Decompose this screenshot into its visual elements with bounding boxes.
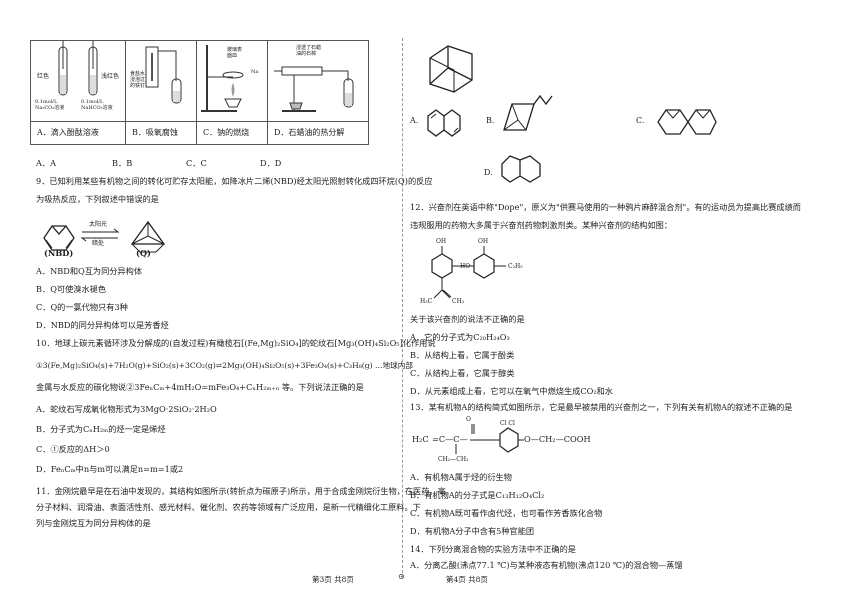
q13-option-c: C．有机物A既可看作卤代烃，也可看作芳香族化合物 (410, 508, 603, 518)
naphthalene-figure (427, 109, 461, 137)
q12-option-a: A．它的分子式为C₂₀H₂₄O₃ (410, 332, 510, 342)
q14-option-a: A．分离乙酸(沸点77.1 ℃)与某种液态有机物(沸点120 ℃)的混合物—蒸馏 (410, 560, 683, 570)
label-iron-nail: 食盐水 浸泡过 的铁钉 (130, 71, 146, 89)
q11-option-b-letter: B. (486, 116, 495, 125)
q10-option-a: A．蛇纹石写成氧化物形式为3MgO·2SiO₂·2H₂O (36, 404, 217, 414)
cell-d: 浸透了石蜡 油的石棉 (267, 40, 369, 122)
label-na2co3: 0.1mol/L Na₂CO₃溶液 (35, 99, 65, 111)
test-tubes-figure (58, 41, 98, 96)
arrow-label-dark: 暗处 (92, 240, 105, 247)
struct-tail: O—CH₂—COOH (524, 434, 591, 444)
q9-option-c: C．Q的一氯代物只有3种 (36, 302, 128, 312)
q9-option-a: A．NBD和Q互为同分异构体 (36, 266, 143, 276)
label-asbestos: 浸透了石蜡 油的石棉 (296, 45, 322, 57)
caption-b: B．吸氧腐蚀 (125, 121, 197, 145)
arrow-label-sunlight: 太阳光 (89, 221, 108, 228)
q12-stem-2: 违规服用的药物大多属于兴奋剂药物刺激剂类。某种兴奋剂的结构如图： (410, 220, 673, 230)
caption-c: C．钠的燃烧 (196, 121, 268, 145)
struct-label-oh-2: OH (478, 238, 489, 245)
struct-label-ch2: CH₂ (452, 298, 465, 305)
label-watch-glass: 玻璃表 面皿 (227, 47, 243, 59)
q8-option-c: C．C (186, 158, 207, 168)
caption-d: D．石蜡油的热分解 (267, 121, 369, 145)
label-red: 红色 (37, 73, 50, 80)
q8-option-a: A．A (36, 158, 57, 168)
q11-option-c-letter: C. (636, 116, 645, 125)
struct-label-h3c: H₃C (420, 298, 433, 305)
cell-c: 玻璃表 面皿 Na (196, 40, 268, 122)
q12-option-c: C．从结构上看，它属于醇类 (410, 368, 515, 378)
q10-option-d: D．FeₙCₘ中n与m可以满足n=m=1或2 (36, 464, 184, 474)
q10-option-b: B．分子式为CₙH₂ₘ的烃一定是烯烃 (36, 424, 166, 434)
cell-b: 食盐水 浸泡过 的铁钉 (125, 40, 197, 122)
butyl-cyclopropane-figure (503, 94, 553, 131)
struct-o: O (466, 416, 471, 423)
q14-stem: 14．下列分离混合物的实验方法中不正确的是 (410, 544, 576, 554)
q8-option-d: D．D (260, 158, 282, 168)
corrosion-figure (145, 46, 182, 104)
adamantane-figure (429, 45, 473, 93)
label-q: (Q) (136, 248, 151, 258)
q11-line-3: 列与金刚烷互为同分异构体的是 (36, 518, 151, 528)
q12-stem-1: 12．兴奋剂在英语中称"Dope"，原义为"供赛马使用的一种鸦片麻醉混合剂"。有… (410, 202, 801, 212)
struct-label-oh-1: OH (436, 238, 447, 245)
q8-option-b: B．B (112, 158, 133, 168)
q13-option-a: A．有机物A属于烃的衍生物 (410, 472, 512, 482)
footer-page-3: 第3页 共8页 (312, 575, 354, 584)
q13-option-b: B．有机物A的分子式是C₁₃H₁₂O₄Cl₂ (410, 490, 545, 500)
q13-stem: 13．某有机物A的结构简式如图所示，它是最早被禁用的兴奋剂之一，下列有关有机物A… (410, 402, 793, 412)
q9-stem-1: 9．已知利用某些有机物之间的转化可贮存太阳能，如降冰片二烯(NBD)经太阳光照射… (36, 176, 433, 186)
q12-option-d: D．从元素组成上看，它可以在氧气中燃烧生成CO₂和水 (410, 386, 613, 396)
q12-question: 关于该兴奋剂的说法不正确的是 (410, 314, 525, 324)
q12-option-b: B．从结构上看，它属于酚类 (410, 350, 515, 360)
sodium-burning-figure (201, 45, 244, 112)
label-na: Na (251, 69, 259, 75)
caption-a: A．滴入酚酞溶液 (30, 121, 126, 145)
struct-label-ho: HO (460, 263, 471, 270)
q11-option-a-letter: A. (410, 116, 419, 125)
compound-a-structure (455, 424, 524, 454)
q10-stem-2: ①3(Fe,Mg)₂SiO₄(s)+7H₂O(g)+SiO₂(s)+3CO₂(g… (36, 361, 413, 370)
q11-line-1: 11．金刚烷最早是在石油中发现的，其结构如图所示(转折点为碳原子)所示，用于合成… (36, 486, 446, 496)
struct-label-c2h5: C₂H₅ (508, 263, 523, 270)
label-nbd: (NBD) (44, 248, 74, 258)
tricyclic-figure (657, 109, 717, 135)
label-nahco3: 0.1mol/L NaHCO₃溶液 (81, 99, 113, 111)
q10-option-c: C．①反应的ΔH＞0 (36, 444, 110, 454)
cracking-figure (274, 66, 354, 112)
struct-h2c: H₂C (412, 434, 429, 444)
q13-option-d: D．有机物A分子中含有5种官能团 (410, 526, 535, 536)
q9-option-b: B．Q可使溴水褪色 (36, 284, 107, 294)
q10-stem-1: 10．地球上碳元素循环涉及分解成的(自发过程)有橄榄石[(Fe,Mg)₂SiO₄… (36, 338, 436, 348)
q9-option-d: D．NBD的同分异构体可以是芳香烃 (36, 320, 169, 330)
cell-a: 红色 浅红色 0.1mol/L Na₂CO₃溶液 0.1mol/L NaHCO₃… (30, 40, 126, 122)
apparatus-table: 红色 浅红色 0.1mol/L Na₂CO₃溶液 0.1mol/L NaHCO₃… (30, 40, 369, 145)
q9-stem-2: 为吸热反应，下列叙述中错误的是 (36, 194, 159, 204)
nbd-to-q-reaction (43, 220, 166, 253)
q10-stem-3: 金属与水反应的碳化物说②3FeₙCₘ+4mH₂O=mFe₃O₄+CₙH₂ₘ₊ₙ … (36, 382, 364, 392)
q11-option-d-letter: D. (484, 168, 493, 177)
stimulant-structure (431, 246, 506, 299)
page-divider (402, 38, 403, 578)
footer-page-4: 第4页 共8页 (446, 575, 488, 584)
struct-clcl: Cl Cl (500, 420, 515, 427)
label-light-red: 浅红色 (101, 73, 120, 80)
q11-line-2: 分子材料、润滑油、表面活性剂、感光材料、催化剂、农药等领域有广泛应用，是新一代精… (36, 502, 421, 512)
struct-eq: =C—C— (432, 434, 468, 444)
struct-ch2ch3: CH₂—CH₃ (438, 456, 469, 463)
binding-dot-icon: ⊙ (398, 572, 405, 581)
decalin-figure (501, 155, 541, 183)
